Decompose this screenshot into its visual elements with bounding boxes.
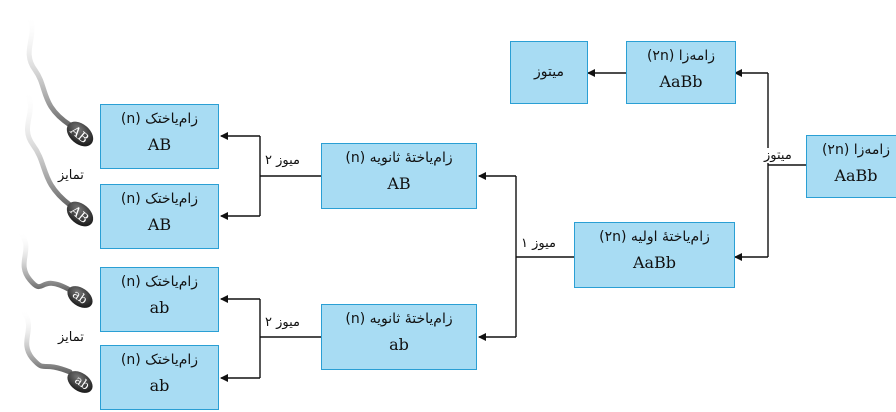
zygote-top-title: زامه‌زا (۲n): [646, 48, 716, 64]
secondary-bottom-box: زام‌یاختهٔ ثانویه (n) ab: [321, 304, 477, 370]
spermatid-3-box: زام‌یاختک (n) ab: [100, 267, 219, 332]
sperm-3: ab: [17, 229, 93, 308]
spermatid-2-title: زام‌یاختک (n): [120, 191, 199, 207]
mitosis-title: میتوز: [534, 63, 564, 80]
sperm-4: ab: [19, 307, 93, 393]
zygote-right-box: زامه‌زا (۲n) AaBb: [806, 135, 896, 198]
secondary-top-title: زام‌یاختهٔ ثانویه (n): [345, 150, 453, 166]
zygote-right-genotype: AaBb: [834, 165, 878, 185]
sperm-cells: AB AB ab ab: [17, 12, 94, 393]
primary-genotype: AaBb: [632, 252, 677, 272]
label-differentiation-bottom: تمایز: [58, 330, 84, 345]
sperm-1: AB: [25, 12, 94, 147]
label-meiosis-2-top: میوز ۲: [264, 153, 301, 168]
label-meiosis-1: میوز ۱: [520, 236, 557, 251]
secondary-bottom-title: زام‌یاختهٔ ثانویه (n): [345, 311, 453, 327]
spermatid-1-title: زام‌یاختک (n): [120, 111, 199, 127]
spermatid-4-box: زام‌یاختک (n) ab: [100, 345, 219, 410]
label-meiosis-2-bottom: میوز ۲: [264, 315, 301, 330]
spermatid-2-genotype: AB: [147, 214, 172, 234]
label-differentiation-top: تمایز: [58, 168, 84, 183]
primary-spermatocyte-box: زام‌یاختهٔ اولیه (۲n) AaBb: [574, 222, 735, 288]
mitosis-box: میتوز: [510, 41, 588, 104]
spermatid-4-title: زام‌یاختک (n): [120, 352, 199, 368]
sperm-2: AB: [22, 87, 94, 227]
spermatid-2-box: زام‌یاختک (n) AB: [100, 184, 219, 249]
spermatid-1-genotype: AB: [147, 134, 172, 154]
secondary-top-box: زام‌یاختهٔ ثانویه (n) AB: [321, 143, 477, 209]
zygote-top-genotype: AaBb: [659, 71, 703, 91]
label-mitosis: میتوز: [763, 148, 793, 163]
zygote-top-box: زامه‌زا (۲n) AaBb: [626, 41, 736, 104]
spermatid-1-box: زام‌یاختک (n) AB: [100, 104, 219, 169]
secondary-bottom-genotype: ab: [389, 334, 409, 354]
spermatid-4-genotype: ab: [149, 375, 170, 395]
spermatid-3-title: زام‌یاختک (n): [120, 274, 199, 290]
secondary-top-genotype: AB: [387, 173, 411, 193]
spermatid-3-genotype: ab: [149, 297, 170, 317]
primary-title: زام‌یاختهٔ اولیه (۲n): [599, 229, 710, 245]
zygote-right-title: زامه‌زا (۲n): [821, 142, 891, 158]
